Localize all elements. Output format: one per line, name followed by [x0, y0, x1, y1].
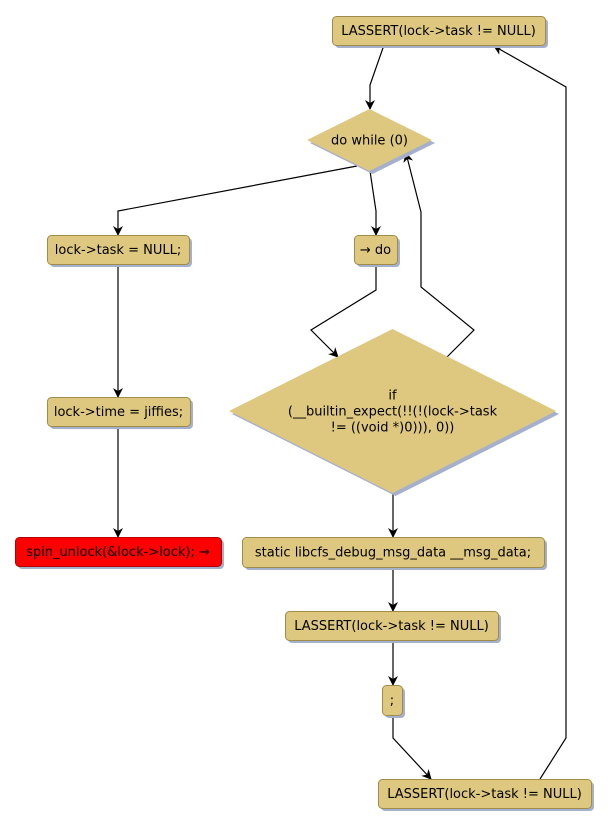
process-shape: [382, 685, 403, 716]
edges-layer: [113, 44, 567, 780]
node-label: → do: [360, 243, 391, 258]
node-label: do while (0): [331, 134, 408, 149]
node-assert-mid[interactable]: LASSERT(lock->task != NULL): [285, 611, 502, 644]
decision-shape: [229, 329, 556, 493]
node-msg-data[interactable]: static libcfs_debug_msg_data __msg_data;: [242, 537, 548, 571]
node-label: static libcfs_debug_msg_data __msg_data;: [255, 546, 531, 561]
process-shape: [242, 537, 545, 568]
process-shape: [332, 16, 546, 46]
node-label: lock->task = NULL;: [55, 243, 181, 258]
nodes-layer: LASSERT(lock->task != NULL) do while (0) l…: [15, 16, 595, 812]
node-do-while[interactable]: do while (0): [307, 109, 435, 174]
node-label: lock->time = jiffies;: [54, 405, 183, 420]
node-assert-top[interactable]: LASSERT(lock->task != NULL): [332, 16, 549, 49]
node-task-null[interactable]: lock->task = NULL;: [47, 235, 193, 268]
edge-assert_bottom-to-assert_top: [493, 45, 567, 780]
node-if-expect[interactable]: if(__builtin_expect(!!(!(lock->task!= ((…: [229, 329, 559, 496]
node-label: spin_unlock(&lock->lock); →: [26, 545, 210, 560]
node-label: LASSERT(lock->task != NULL): [387, 787, 582, 802]
edge-do-to-if_expect: [310, 264, 377, 358]
node-assert-bottom[interactable]: LASSERT(lock->task != NULL): [378, 779, 595, 812]
node-label: if: [388, 389, 397, 404]
node-label: ;: [390, 694, 394, 709]
node-label: (__builtin_expect(!!(!(lock->task: [288, 405, 498, 420]
process-shape: [285, 611, 499, 641]
edge-if_expect-to-do_while: [403, 152, 475, 358]
edge-do_while-to-do: [369, 170, 381, 236]
process-shape: [47, 235, 190, 265]
node-spin-unlock[interactable]: spin_unlock(&lock->lock); →: [15, 537, 225, 570]
node-do[interactable]: → do: [354, 235, 401, 268]
decision-shape: [307, 109, 432, 171]
node-label: != ((void *)0))), 0)): [331, 421, 455, 436]
edge-semicolon-to-assert_bottom: [392, 715, 432, 780]
process-shape: [354, 235, 398, 265]
node-time-jiffies[interactable]: lock->time = jiffies;: [47, 397, 194, 430]
node-label: LASSERT(lock->task != NULL): [294, 619, 489, 634]
edge-do_while-to-task_null: [113, 165, 358, 236]
node-label: LASSERT(lock->task != NULL): [341, 24, 536, 39]
process-shape: [47, 397, 191, 427]
node-semicolon[interactable]: ;: [382, 685, 406, 719]
edge-assert_top-to-do_while: [365, 44, 385, 110]
process-shape: [15, 537, 222, 567]
process-shape: [378, 779, 592, 809]
